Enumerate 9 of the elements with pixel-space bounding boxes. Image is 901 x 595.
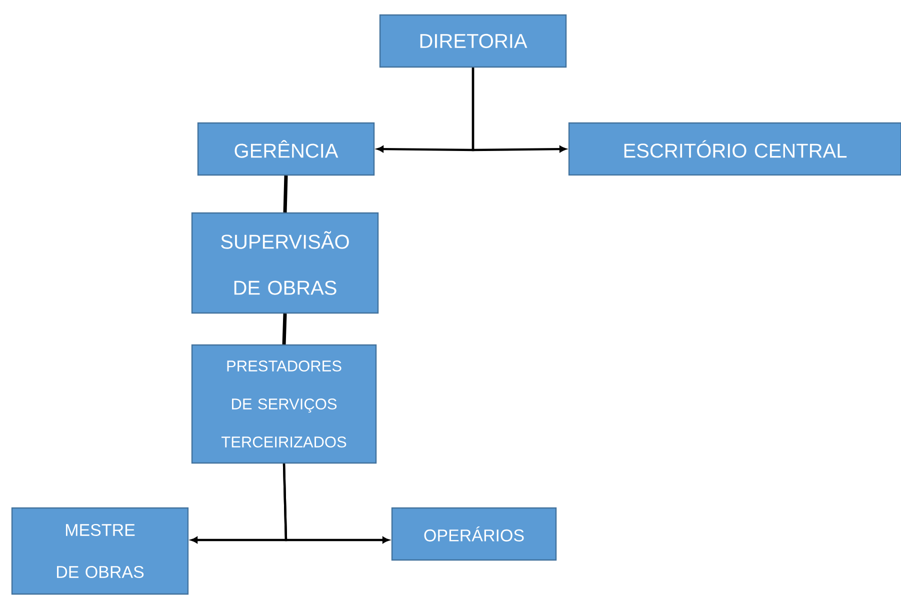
connector-arrow — [472, 68, 566, 152]
org-box: DIRETORIA — [379, 14, 567, 68]
org-box: OPERÁRIOS — [391, 507, 557, 561]
org-box: PRESTADORES DE SERVIÇOS TERCEIRIZADOS — [191, 344, 377, 464]
org-box: SUPERVISÃO DE OBRAS — [191, 212, 379, 314]
org-box: MESTRE DE OBRAS — [11, 507, 189, 595]
connector-arrow — [282, 464, 390, 544]
org-box: ESCRITÓRIO CENTRAL — [568, 122, 901, 176]
org-box: GERÊNCIA — [197, 122, 375, 176]
